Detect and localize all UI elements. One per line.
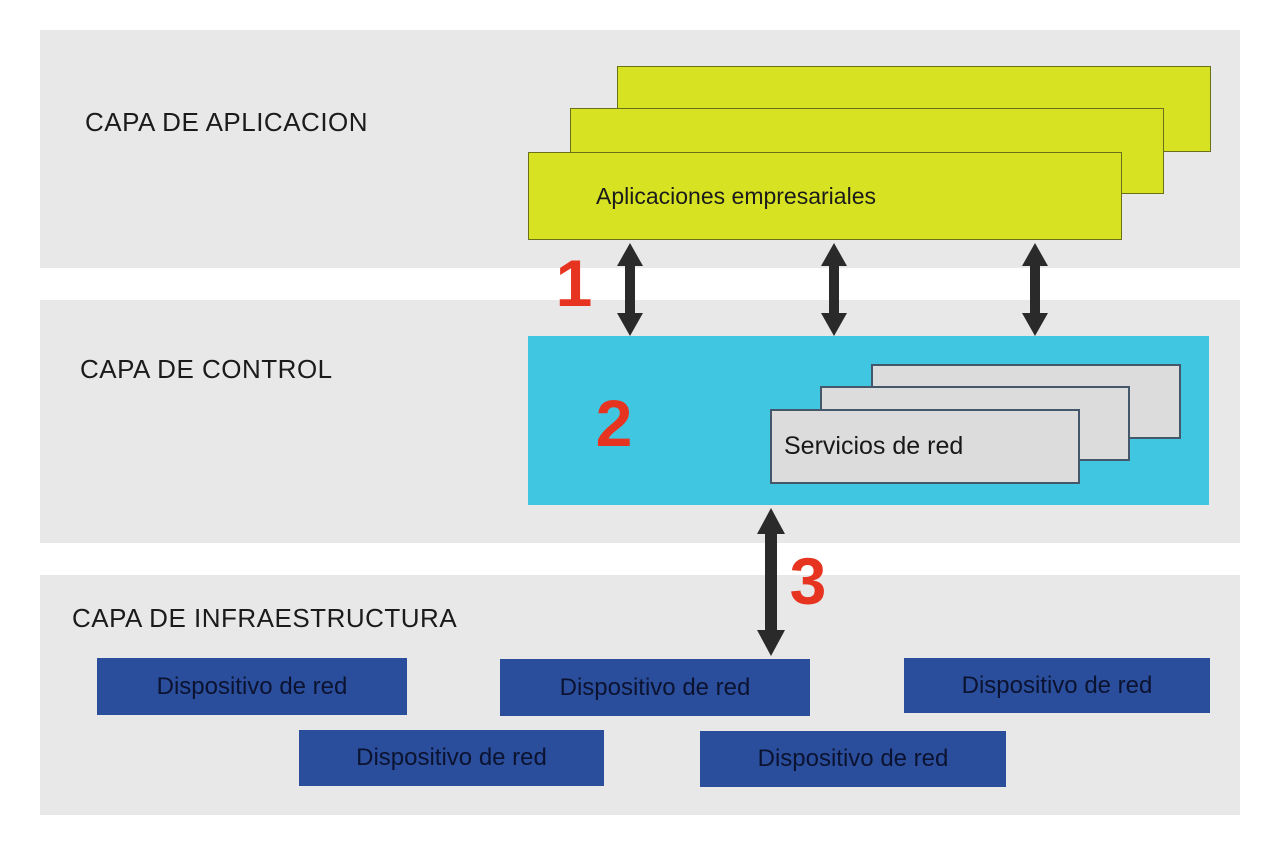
application-stack-label: Aplicaciones empresariales bbox=[596, 182, 876, 209]
infrastructure-layer-label: CAPA DE INFRAESTRUCTURA bbox=[72, 603, 458, 633]
device-box-5: Dispositivo de red bbox=[700, 731, 1006, 787]
marker-1: 1 bbox=[555, 246, 593, 320]
app-control-arrow-right bbox=[1020, 243, 1050, 336]
application-layer-label: CAPA DE APLICACION bbox=[85, 107, 369, 137]
device-box-2: Dispositivo de red bbox=[500, 659, 810, 716]
control-infra-arrow bbox=[754, 508, 788, 656]
device-box-1: Dispositivo de red bbox=[97, 658, 407, 715]
app-control-arrow-left bbox=[615, 243, 645, 336]
device-box-1-label: Dispositivo de red bbox=[156, 672, 348, 700]
application-stack-box-front: Aplicaciones empresariales bbox=[528, 152, 1122, 240]
marker-2: 2 bbox=[595, 386, 633, 460]
device-box-5-label: Dispositivo de red bbox=[757, 745, 949, 772]
device-box-2-label: Dispositivo de red bbox=[559, 673, 751, 701]
app-control-arrow-middle bbox=[819, 243, 849, 336]
control-layer-label: CAPA DE CONTROL bbox=[80, 354, 333, 384]
services-stack-box-front: Servicios de red bbox=[770, 409, 1080, 484]
device-box-3-label: Dispositivo de red bbox=[961, 671, 1153, 699]
services-stack-label: Servicios de red bbox=[784, 432, 964, 460]
marker-3: 3 bbox=[789, 544, 827, 618]
device-box-4-label: Dispositivo de red bbox=[356, 744, 547, 771]
device-box-4: Dispositivo de red bbox=[299, 730, 604, 786]
device-box-3: Dispositivo de red bbox=[904, 658, 1210, 713]
